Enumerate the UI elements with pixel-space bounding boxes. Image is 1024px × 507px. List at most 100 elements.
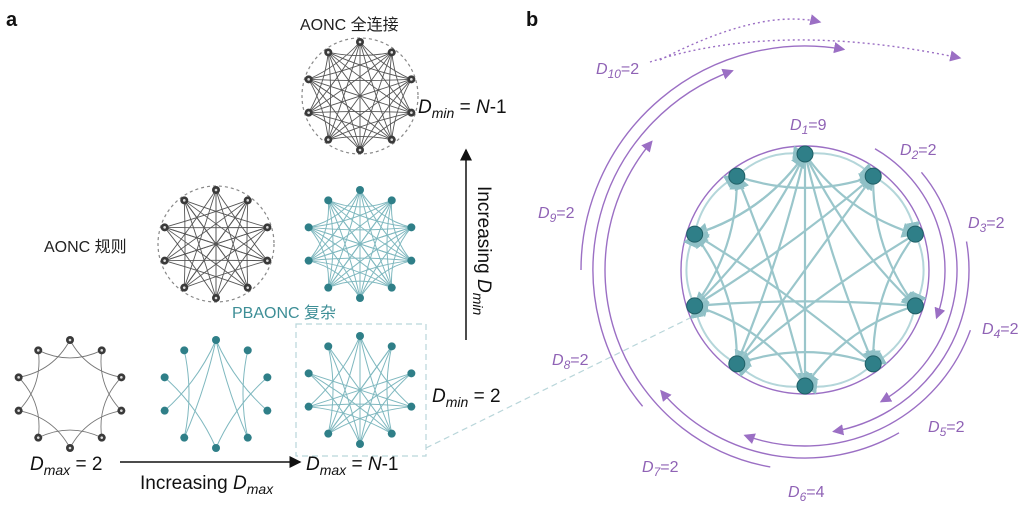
degree-label: D2=2 bbox=[900, 142, 937, 162]
dmin-full-eq: Dmin = N-1 bbox=[418, 97, 507, 121]
node-dot bbox=[36, 436, 40, 439]
node bbox=[356, 440, 364, 448]
edge bbox=[804, 153, 917, 308]
node-dot bbox=[410, 78, 413, 81]
edge bbox=[327, 200, 334, 288]
node bbox=[356, 186, 364, 194]
edge bbox=[693, 153, 806, 308]
dotted-arrow bbox=[659, 14, 822, 61]
edge bbox=[308, 226, 330, 288]
edge bbox=[100, 350, 122, 411]
node-dot bbox=[214, 188, 218, 192]
node-dot bbox=[68, 446, 72, 450]
node-dot bbox=[410, 111, 413, 114]
edge bbox=[328, 136, 392, 141]
degree-label: D1=9 bbox=[790, 117, 827, 137]
node-dot bbox=[100, 349, 104, 352]
edge bbox=[803, 153, 876, 366]
node bbox=[212, 336, 220, 344]
node bbox=[304, 402, 313, 411]
edge bbox=[18, 410, 71, 449]
node-dot bbox=[182, 286, 186, 289]
node bbox=[906, 297, 924, 315]
network-regular bbox=[157, 185, 275, 303]
edge bbox=[359, 372, 412, 445]
node-dot bbox=[246, 286, 250, 289]
node bbox=[387, 429, 396, 438]
edge bbox=[735, 362, 806, 388]
dotted-arrow bbox=[649, 39, 962, 63]
edge bbox=[308, 335, 361, 408]
node-dot bbox=[163, 226, 166, 229]
node bbox=[407, 256, 416, 265]
edge bbox=[246, 200, 249, 288]
edge bbox=[913, 233, 927, 308]
dmin-2-eq: Dmin = 2 bbox=[432, 386, 501, 410]
edge bbox=[308, 199, 392, 228]
edge bbox=[327, 346, 334, 434]
increasing-dmax-label: Increasing Dmax bbox=[140, 473, 274, 497]
node bbox=[212, 444, 220, 452]
node bbox=[324, 283, 333, 292]
node bbox=[180, 433, 189, 442]
edge bbox=[734, 153, 807, 366]
node bbox=[796, 377, 814, 395]
edge bbox=[386, 200, 393, 288]
node-dot bbox=[214, 296, 218, 300]
edge bbox=[327, 199, 412, 262]
title-full: AONC 全连接 bbox=[300, 16, 399, 34]
edge bbox=[308, 52, 329, 113]
panel-b-network bbox=[680, 145, 930, 395]
edge bbox=[308, 110, 412, 114]
edge bbox=[215, 376, 268, 449]
degree-label: D9=2 bbox=[538, 205, 575, 225]
node bbox=[686, 297, 704, 315]
edge bbox=[359, 260, 412, 299]
edge bbox=[308, 78, 393, 141]
node bbox=[324, 196, 333, 205]
node-dot bbox=[120, 409, 123, 412]
edge bbox=[308, 79, 329, 140]
edge bbox=[308, 226, 361, 299]
bracket-arc bbox=[832, 241, 970, 436]
node bbox=[407, 223, 416, 232]
edge bbox=[327, 335, 361, 434]
edge bbox=[328, 260, 412, 289]
edge bbox=[388, 52, 393, 140]
edge bbox=[308, 200, 330, 262]
edge bbox=[390, 226, 412, 288]
node-dot bbox=[307, 78, 310, 81]
bracket-arc bbox=[604, 140, 771, 468]
zoom-connector bbox=[425, 317, 691, 449]
node bbox=[324, 342, 333, 351]
degree-label: D10=2 bbox=[596, 61, 639, 81]
edge bbox=[164, 199, 248, 228]
edge bbox=[328, 51, 412, 80]
node-dot bbox=[17, 376, 20, 379]
edge bbox=[359, 226, 412, 299]
node-dot bbox=[307, 111, 310, 114]
network-sparse-gray bbox=[14, 336, 126, 452]
edge bbox=[308, 260, 392, 289]
bracket-arc bbox=[580, 42, 846, 271]
degree-label: D4=2 bbox=[982, 321, 1019, 341]
edge bbox=[69, 339, 122, 378]
edge bbox=[308, 372, 361, 445]
edge bbox=[692, 297, 916, 313]
node bbox=[906, 225, 924, 243]
node bbox=[356, 294, 364, 302]
network-full-connection bbox=[301, 37, 419, 155]
panel-b-brackets bbox=[580, 14, 972, 468]
edge bbox=[308, 189, 361, 262]
edge bbox=[308, 78, 412, 82]
bracket-arc bbox=[660, 389, 900, 459]
node-dot bbox=[17, 409, 20, 412]
network-pbaonc-low2 bbox=[304, 332, 416, 448]
edge bbox=[327, 51, 412, 114]
edge bbox=[386, 346, 393, 434]
edge bbox=[183, 200, 186, 288]
node bbox=[356, 332, 364, 340]
degree-label: D8=2 bbox=[552, 352, 589, 372]
edge bbox=[694, 174, 875, 307]
node-dot bbox=[182, 199, 186, 202]
